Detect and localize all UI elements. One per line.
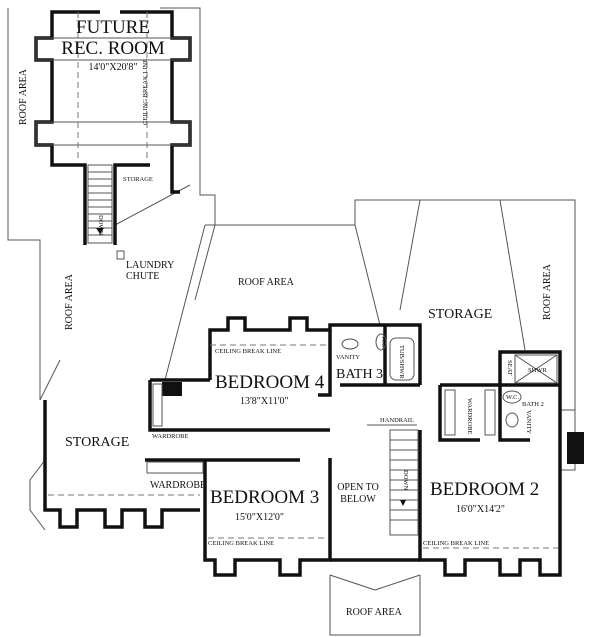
laundry-chute <box>116 250 125 260</box>
bedroom3-size: 15'0"X12'0" <box>235 512 284 523</box>
wardrobe-label: WARDROBE <box>150 480 206 491</box>
sink <box>341 338 359 350</box>
shower-label: SHWR <box>528 367 547 374</box>
roof-area-label: ROOF AREA <box>542 263 553 320</box>
rec-room-size: 14'0"X20'8" <box>89 62 138 73</box>
wardrobe <box>444 389 456 436</box>
fireplace <box>567 432 584 464</box>
bedroom4-title: BEDROOM 4 <box>215 372 325 393</box>
wardrobe <box>484 389 496 436</box>
open-to-below-label: OPEN TO <box>337 482 379 493</box>
storage-upper-label: STORAGE <box>123 176 153 183</box>
handrail-label: HANDRAIL <box>380 417 414 424</box>
stairs-main <box>367 424 419 536</box>
roof-area-label: ROOF AREA <box>346 607 403 618</box>
down-label: DOWN <box>97 215 104 236</box>
storage-right-label: STORAGE <box>428 307 492 322</box>
rec-room-title: FUTURE <box>76 17 150 38</box>
seat-label: SEAT <box>506 360 513 376</box>
bedroom3-title: BEDROOM 3 <box>210 487 319 508</box>
tub-label: TUB/SHWR <box>398 345 405 379</box>
bedroom2-title: BEDROOM 2 <box>430 479 539 500</box>
ceiling-break-line-label: CEILING BREAK LINE <box>142 59 149 125</box>
roof-area-label: ROOF AREA <box>18 68 29 125</box>
toilet <box>375 333 387 351</box>
down-label: DOWN <box>402 470 409 491</box>
wardrobe <box>146 461 204 474</box>
fireplace <box>162 382 182 396</box>
ceiling-break-line-label: CEILING BREAK LINE <box>423 540 489 547</box>
wardrobe-label: WARDROBE <box>152 433 189 440</box>
toilet <box>502 390 522 404</box>
wc-label: W.C. <box>380 336 387 349</box>
rec-room-walls <box>34 10 192 245</box>
rec-room-title-2: REC. ROOM <box>61 38 165 59</box>
storage-left-label: STORAGE <box>65 435 129 450</box>
wardrobe-label: WARDROBE <box>466 398 473 435</box>
bedroom4-size: 13'8"X11'0" <box>240 396 289 407</box>
wardrobe <box>152 383 163 427</box>
vanity-label: VANITY <box>336 354 360 361</box>
laundry-label: LAUNDRY <box>126 260 174 271</box>
main-walls <box>43 316 562 577</box>
bath2-title: BATH 2 <box>522 401 544 408</box>
bathtub <box>389 337 415 381</box>
sink <box>505 412 519 428</box>
bath3-title: BATH 3 <box>336 367 383 382</box>
ceiling-break-line-label: CEILING BREAK LINE <box>208 540 274 547</box>
open-to-below-label-2: BELOW <box>340 494 376 505</box>
vanity-label: VANITY <box>525 410 532 434</box>
stairs-upper <box>87 164 113 244</box>
bedroom2-size: 16'0"X14'2" <box>456 504 505 515</box>
wc-label: W.C. <box>506 394 519 401</box>
laundry-label-2: CHUTE <box>126 271 159 282</box>
shower <box>514 354 558 384</box>
roof-area-label: ROOF AREA <box>238 277 295 288</box>
roof-area-label: ROOF AREA <box>64 273 75 330</box>
roof-outline <box>7 7 576 636</box>
ceiling-break-line-label: CEILING BREAK LINE <box>215 348 281 355</box>
